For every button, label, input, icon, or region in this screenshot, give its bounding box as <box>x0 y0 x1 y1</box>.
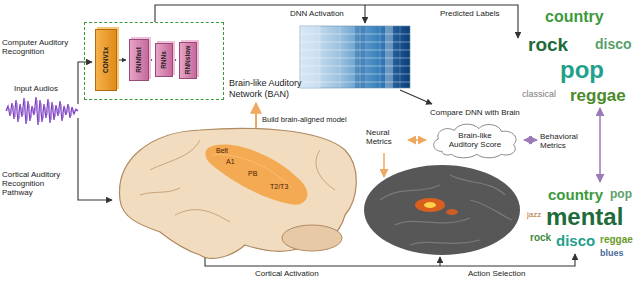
monkey-brain-part <box>205 145 307 205</box>
flow-lines-part <box>439 257 440 266</box>
monkey-brain-part <box>140 140 335 222</box>
rnn-layer-block: RNNs <box>155 43 173 77</box>
waveform-part <box>7 100 77 122</box>
activation-heatmap-part <box>300 26 410 88</box>
text-label: A1 <box>226 158 235 166</box>
text-label: disco <box>556 232 595 249</box>
network-title: Brain-like Auditory Network (BAN) <box>229 78 303 99</box>
text-label: DNN Activation <box>290 9 352 18</box>
layer-name: RNNslow <box>185 46 192 75</box>
text-label: Belt <box>216 147 228 155</box>
rnn-layer-block: RNNslow <box>179 42 197 79</box>
flow-lines-part <box>78 118 112 200</box>
cortex-image-part <box>380 175 512 245</box>
flow-lines-part <box>408 139 426 141</box>
flow-lines-part <box>205 254 575 266</box>
text-label: Behavioral Metrics <box>540 132 590 150</box>
text-label: reggae <box>570 86 626 106</box>
text-label: Predicted Labels <box>440 9 512 18</box>
cortex-image-part <box>415 198 445 212</box>
cortex-image <box>364 165 520 255</box>
monkey-brain <box>120 128 357 258</box>
text-label: Cortical Activation <box>255 269 345 278</box>
text-label: rock <box>530 232 551 244</box>
rnn-layer-block: RNNfast <box>129 39 149 81</box>
activation-heatmap-part <box>385 26 393 88</box>
network-box: Brain-like Auditory Network (BAN)CONV1xR… <box>84 22 224 100</box>
text-label: rock <box>528 34 568 56</box>
text-label: reggae <box>600 234 633 246</box>
activation-heatmap <box>300 26 410 88</box>
layer-arrow <box>150 60 152 61</box>
text-label: classical <box>522 89 556 99</box>
text-label: pop <box>560 56 604 84</box>
monkey-brain-part <box>282 225 342 251</box>
text-label: country <box>545 8 604 26</box>
text-label: Input Audios <box>14 84 84 93</box>
layer-name: RNNfast <box>136 47 143 73</box>
flow-lines-part <box>255 103 257 128</box>
activation-heatmap-part <box>300 26 320 88</box>
text-label: jazz <box>527 210 541 219</box>
flow-lines <box>78 5 600 266</box>
text-label: disco <box>595 36 632 52</box>
layer-arrow <box>118 60 126 61</box>
layer-arrow <box>174 60 176 61</box>
layer-name: CONV1x <box>103 47 110 73</box>
text-label: mental <box>546 203 623 231</box>
monkey-brain-part <box>120 128 357 258</box>
activation-heatmap-part <box>320 26 400 88</box>
text-label: Neural Metrics <box>366 128 408 146</box>
waveform <box>6 97 78 125</box>
score-text: Brain-like Auditory Score <box>428 131 522 149</box>
flow-lines-part <box>400 90 432 104</box>
flow-lines-part <box>78 62 92 104</box>
text-label: Action Selection <box>468 269 548 278</box>
text-label: blues <box>600 248 624 258</box>
score-cloud: Brain-like Auditory Score <box>428 121 522 159</box>
text-label: pop <box>610 188 632 202</box>
conv-layer-block: CONV1x <box>95 29 117 91</box>
cortex-image-part <box>364 165 520 255</box>
flow-lines-part <box>383 153 385 177</box>
cortex-image-part <box>424 202 436 208</box>
cortex-image-part <box>446 209 458 215</box>
flow-lines-part <box>524 139 537 141</box>
text-label: Computer Auditory Recognition <box>2 38 72 56</box>
text-label: Cortical Auditory Recognition Pathway <box>2 170 72 198</box>
layer-name: RNNs <box>161 51 168 69</box>
text-label: country <box>548 186 603 203</box>
text-label: Build brain-aligned model <box>262 116 362 125</box>
text-label: T2/T3 <box>270 183 288 191</box>
waveform-part <box>6 97 78 125</box>
text-label: Compare DNN with Brain <box>430 108 526 117</box>
activation-heatmap-part <box>300 34 410 82</box>
text-label: PB <box>248 170 257 178</box>
flow-lines-part <box>364 5 365 23</box>
flow-lines-part <box>599 108 601 182</box>
monkey-brain-part <box>212 155 292 188</box>
